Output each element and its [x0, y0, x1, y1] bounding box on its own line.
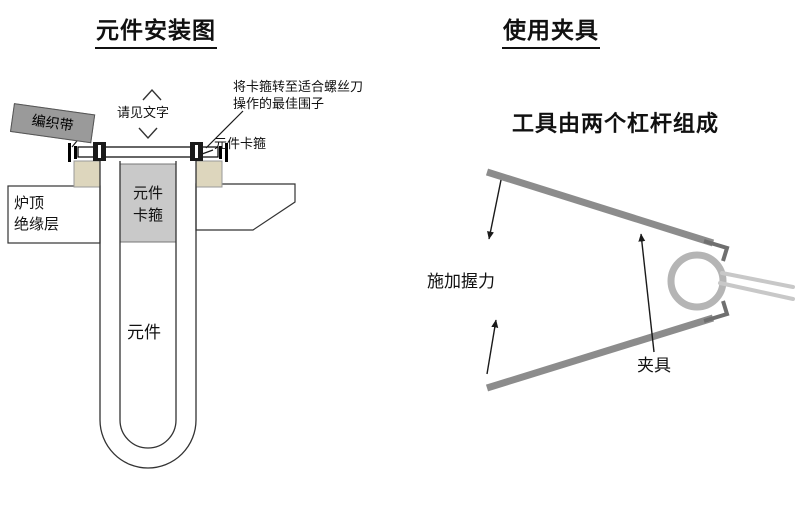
apply-grip-label: 施加握力 [427, 272, 495, 291]
washer-right [195, 160, 223, 188]
installation-diagram [7, 88, 296, 469]
rotate-clamp-note-line2: 操作的最佳围子 [233, 96, 325, 111]
element-tube-inner [119, 161, 177, 449]
element-tube-outer [99, 161, 197, 469]
clamp-ring [667, 251, 727, 311]
insulation-left-block [7, 185, 101, 244]
insulation-right-block [195, 183, 296, 231]
upper-lever [485, 168, 715, 247]
washer-left [73, 160, 101, 188]
element-wire-top [720, 271, 795, 289]
center-clamp-block [119, 163, 177, 243]
screw-head-right-inner [219, 146, 222, 159]
clamp-housing-left-slot [98, 145, 101, 158]
down-caret-icon [138, 127, 158, 140]
clamp-pointer-arrow [638, 233, 655, 353]
right-diagram-title: 使用夹具 [502, 16, 600, 49]
furnace-insulation-label-line1: 炉顶 [14, 195, 45, 212]
lower-jaw-hook [703, 300, 730, 323]
element-clamp-label: 元件卡箍 [214, 136, 267, 151]
upper-jaw-hook [703, 239, 730, 262]
tool-description: 工具由两个杠杆组成 [512, 111, 720, 136]
clamp-housing-right-slot [195, 145, 198, 158]
furnace-insulation-label-line2: 绝缘层 [14, 216, 60, 233]
screw-head-left-outer [68, 143, 71, 162]
center-clamp-block-label-line1: 元件 [132, 185, 163, 202]
lower-lever [485, 314, 715, 392]
clamp-band [77, 146, 219, 158]
screw-head-right-outer [225, 143, 228, 162]
left-diagram-title: 元件安装图 [95, 16, 217, 49]
element-label: 元件 [127, 323, 161, 342]
grip-force-arrow-up [486, 319, 499, 375]
clamp-tool-diagram [485, 168, 795, 392]
rotate-clamp-note: 将卡箍转至适合螺丝刀 操作的最佳围子 [233, 78, 363, 112]
grip-force-arrow-down [487, 179, 502, 240]
see-text-label: 请见文字 [117, 105, 170, 120]
braided-strap-label: 编织带 [30, 111, 75, 134]
screw-head-left-inner [74, 146, 77, 159]
element-wire-bottom [718, 281, 795, 301]
clamp-label-leader-line [201, 149, 214, 155]
center-clamp-block-label: 元件 卡箍 [120, 183, 176, 227]
rotate-clamp-note-line1: 将卡箍转至适合螺丝刀 [233, 79, 364, 94]
furnace-insulation-label: 炉顶 绝缘层 [14, 193, 59, 235]
up-caret-icon [142, 88, 162, 101]
center-clamp-block-label-line2: 卡箍 [132, 207, 163, 224]
note-leader-line [205, 110, 244, 149]
clamp-tool-label: 夹具 [637, 356, 671, 375]
